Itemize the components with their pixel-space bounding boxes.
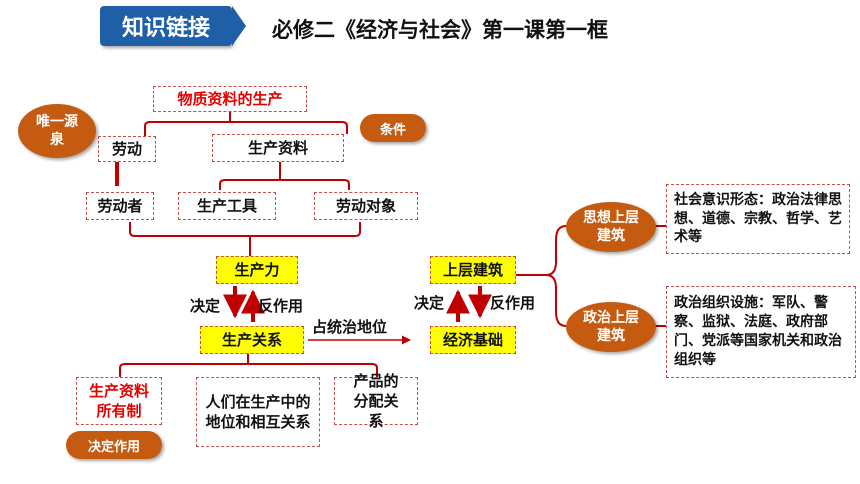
node-ideology-text: 社会意识形态：政治法律思想、道德、宗教、哲学、艺术等 — [666, 184, 850, 254]
tag-political-superstructure: 政治上层建筑 — [566, 302, 656, 352]
node-material-production: 物质资料的生产 — [153, 86, 307, 112]
brace-superstructure — [545, 225, 567, 276]
node-superstructure: 上层建筑 — [430, 256, 516, 284]
node-economic-base: 经济基础 — [430, 326, 516, 354]
brace-material-production — [144, 121, 348, 140]
node-productivity: 生产力 — [216, 256, 298, 284]
brace-relations — [119, 363, 378, 377]
node-distribution: 产品的分配关系 — [334, 372, 418, 430]
node-means-of-production: 生产资料 — [212, 134, 344, 162]
brace-means — [219, 179, 350, 190]
tag-decisive: 决定作用 — [66, 431, 162, 459]
page-title: 必修二《经济与社会》第一课第一框 — [272, 18, 608, 42]
node-tools: 生产工具 — [178, 192, 276, 220]
label-decides-2: 决定 — [414, 294, 445, 312]
node-relations: 生产关系 — [200, 326, 304, 354]
tag-condition: 条件 — [360, 114, 426, 142]
node-status: 人们在生产中的地位和相互关系 — [196, 377, 320, 447]
label-reacts-1: 反作用 — [258, 297, 304, 315]
label-reacts-2: 反作用 — [490, 294, 536, 312]
tag-only-source: 唯一源泉 — [18, 104, 96, 158]
node-political-text: 政治组织设施：军队、警察、监狱、法庭、政府部门、党派等国家机关和政治组织等 — [666, 286, 856, 378]
node-laborer: 劳动者 — [86, 192, 154, 220]
label-dominant: 占统治地位 — [312, 318, 388, 336]
label-decides-1: 决定 — [190, 297, 221, 315]
node-labor: 劳动 — [98, 136, 156, 162]
node-objects: 劳动对象 — [314, 192, 418, 220]
section-badge: 知识链接 — [100, 6, 232, 46]
tag-ideological-superstructure: 思想上层建筑 — [566, 202, 656, 252]
brace-productive-forces — [129, 222, 361, 237]
badge-tail — [232, 6, 246, 46]
node-ownership: 生产资料所有制 — [76, 377, 162, 425]
